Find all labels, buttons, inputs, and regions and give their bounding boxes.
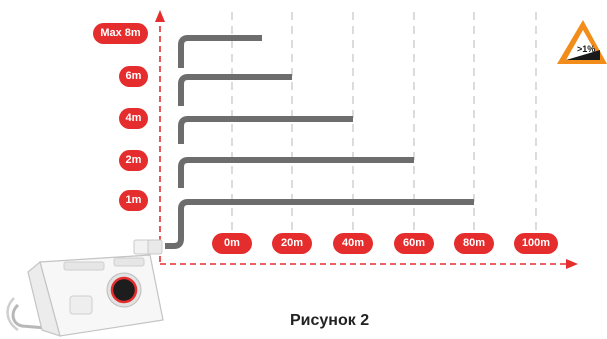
pipe-run-2m [178, 157, 414, 188]
vertical-axis-arrowhead [155, 10, 165, 22]
figure-caption: Рисунок 2 [290, 312, 370, 329]
distance-label-40m: 40m [333, 233, 373, 254]
distance-label-80m: 80m [454, 233, 494, 254]
pipe-run-max8m [178, 35, 262, 68]
pipe-run-4m [178, 116, 353, 144]
distance-label-60m: 60m [394, 233, 434, 254]
pipe-run-1m [165, 199, 474, 249]
distance-gridlines [231, 12, 537, 236]
slope-badge-text: >1% [577, 44, 596, 54]
height-label-2m: 2m [119, 150, 148, 171]
pump-unit-icon [6, 239, 164, 337]
horizontal-axis-arrowhead [566, 259, 578, 269]
pipe-runs [165, 35, 474, 249]
height-label-max8m: Max 8m [93, 23, 148, 44]
height-label-1m: 1m [119, 190, 148, 211]
distance-label-0m: 0m [212, 233, 252, 254]
pipe-run-6m [178, 74, 292, 106]
distance-label-20m: 20m [272, 233, 312, 254]
height-label-4m: 4m [119, 108, 148, 129]
height-label-6m: 6m [119, 66, 148, 87]
axes [155, 10, 578, 269]
distance-label-100m: 100m [514, 233, 558, 254]
slope-warning-icon [557, 20, 607, 64]
